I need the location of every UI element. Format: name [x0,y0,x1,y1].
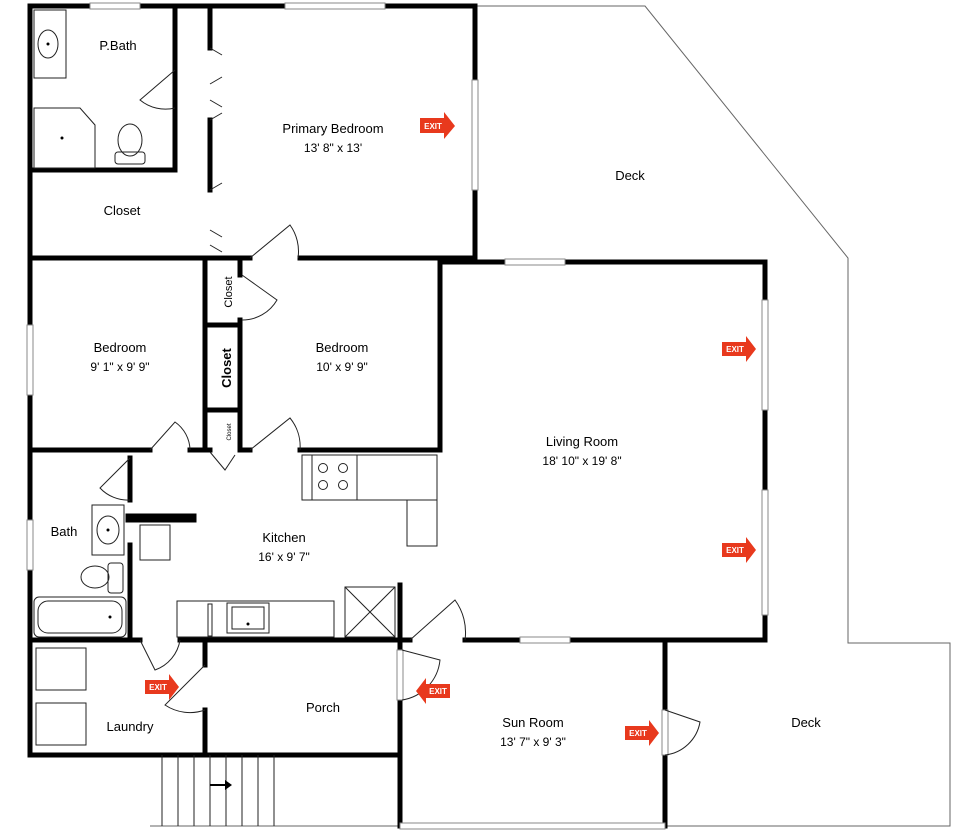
deck-outlines [150,5,951,827]
room-label-closet-c: Closet [227,423,233,440]
room-label-living-room: Living Room [546,434,618,449]
svg-text:EXIT: EXIT [429,687,447,696]
room-dim-bedroom-mid: 10' x 9' 9" [316,360,368,374]
room-label-porch: Porch [306,700,340,715]
exit-sign-laundry: EXIT [145,674,179,700]
room-label-laundry: Laundry [107,719,154,734]
room-label-bedroom-mid: Bedroom [316,340,369,355]
walls [27,3,768,829]
room-label-kitchen: Kitchen [262,530,305,545]
exit-sign-living-room-lower: EXIT [722,537,756,563]
fixtures [33,9,438,826]
svg-text:EXIT: EXIT [726,546,744,555]
room-label-pbath: P.Bath [99,38,136,53]
exit-sign-sun-room-left: EXIT [416,678,450,704]
room-label-closet-main: Closet [104,203,141,218]
room-label-deck-bottom: Deck [791,715,821,730]
room-label-closet-b: Closet [219,347,234,387]
svg-text:EXIT: EXIT [149,683,167,692]
room-dim-living-room: 18' 10" x 19' 8" [542,454,621,468]
room-dim-sun-room: 13' 7" x 9' 3" [500,735,566,749]
doors [99,47,701,756]
exit-sign-primary-bedroom: EXIT [420,112,455,139]
svg-text:EXIT: EXIT [424,122,442,131]
room-label-sun-room: Sun Room [502,715,563,730]
room-dim-kitchen: 16' x 9' 7" [258,550,310,564]
room-label-bedroom-left: Bedroom [94,340,147,355]
room-label-closet-a: Closet [223,276,235,307]
exit-sign-living-room-upper: EXIT [722,336,756,362]
room-label-bath: Bath [51,524,78,539]
room-dim-bedroom-left: 9' 1" x 9' 9" [90,360,149,374]
exit-sign-sun-room-right: EXIT [625,720,659,746]
room-label-primary-bedroom: Primary Bedroom [282,121,383,136]
room-dim-primary-bedroom: 13' 8" x 13' [304,141,362,155]
svg-text:EXIT: EXIT [629,729,647,738]
svg-text:EXIT: EXIT [726,345,744,354]
room-label-deck-top: Deck [615,168,645,183]
windows [26,2,769,830]
